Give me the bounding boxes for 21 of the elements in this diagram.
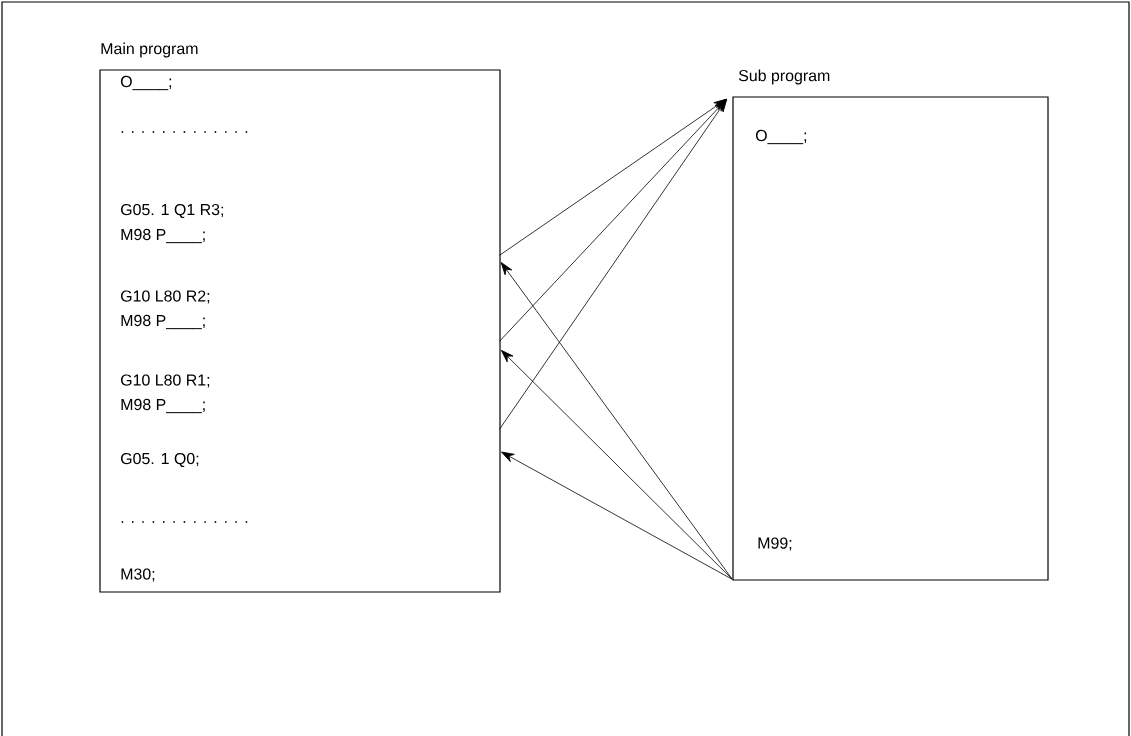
arrow	[499, 98, 727, 256]
box-heading: Main program	[101, 42, 198, 58]
code-line: M30;	[121, 568, 155, 582]
code-line: . . . . . . . . . . . . .	[121, 521, 248, 523]
code-line: G05. 1 Q1 R3;	[121, 203, 223, 219]
code-line: O____;	[755, 129, 807, 145]
code-line: G05. 1 Q0;	[121, 452, 199, 468]
code-line: . . . . . . . . . . . . .	[121, 131, 248, 133]
code-line: M98 P____;	[121, 228, 205, 244]
arrow	[500, 349, 733, 580]
arrow	[500, 262, 733, 580]
code-line: O____;	[120, 75, 172, 91]
code-line: M98 P____;	[121, 398, 205, 414]
code-line: G10 L80 R2;	[121, 290, 210, 304]
arrow	[501, 451, 733, 580]
arrow	[499, 98, 727, 342]
code-line: G10 L80 R1;	[121, 374, 210, 388]
code-line: M98 P____;	[121, 314, 205, 330]
arrow	[499, 99, 728, 430]
code-line: M99;	[758, 537, 792, 551]
box-heading: Sub program	[738, 69, 830, 85]
